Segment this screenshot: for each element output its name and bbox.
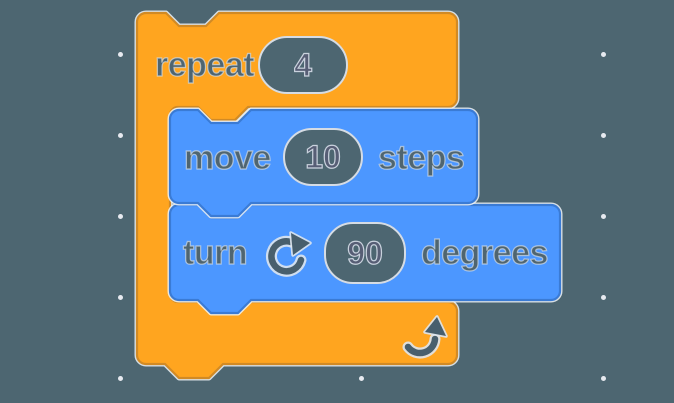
move-label: move — [183, 138, 272, 177]
grid-dot — [600, 51, 606, 57]
grid-dot — [600, 294, 606, 300]
loop-arrow-icon — [402, 315, 448, 359]
grid-dot — [117, 51, 123, 57]
repeat-count-value: 4 — [294, 46, 313, 83]
repeat-label: repeat — [154, 45, 255, 84]
move-steps-value: 10 — [305, 138, 342, 175]
turn-suffix-label: degrees — [420, 233, 549, 272]
move-steps-input[interactable]: 10 — [283, 128, 363, 186]
turn-label: turn — [182, 233, 248, 272]
repeat-count-input[interactable]: 4 — [258, 36, 348, 94]
move-suffix-label: steps — [377, 138, 465, 177]
grid-dot — [117, 375, 123, 381]
grid-dot — [600, 132, 606, 138]
grid-dot — [117, 294, 123, 300]
turn-degrees-input[interactable]: 90 — [324, 222, 406, 284]
grid-dot — [358, 375, 364, 381]
grid-dot — [117, 132, 123, 138]
grid-dot — [117, 213, 123, 219]
grid-dot — [600, 213, 606, 219]
turn-degrees-value: 90 — [347, 234, 384, 271]
rotate-clockwise-icon — [265, 231, 312, 277]
grid-dot — [600, 375, 606, 381]
